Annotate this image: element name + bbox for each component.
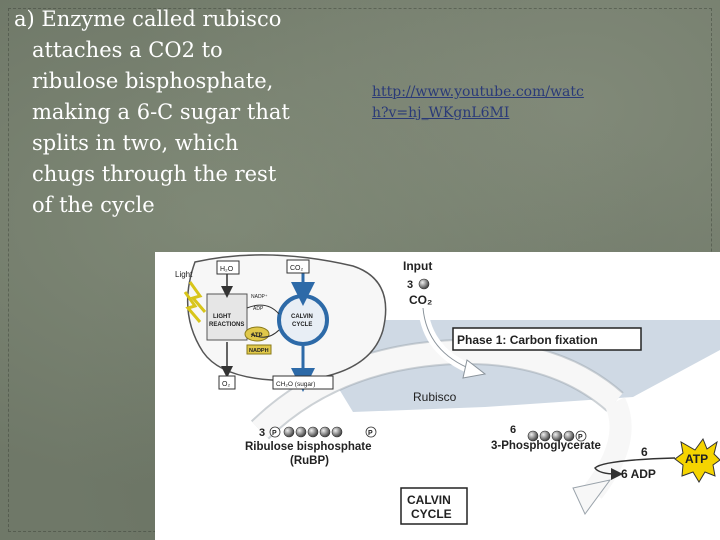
calvin-cycle-label: CALVIN [407, 493, 451, 507]
inset-atp-label: ATP [251, 333, 263, 339]
inset-h2o-label: H₂O [220, 266, 234, 273]
carbon-atom-icon [551, 430, 563, 442]
rubp-count: 3 [259, 427, 265, 439]
pga-name: 3-Phosphoglycerate [491, 440, 601, 452]
slide-body-text: a) Enzyme called rubisco attaches a CO2 … [14, 4, 314, 221]
inset-nadph-label: NADPH [249, 348, 269, 354]
body-line: of the cycle [32, 193, 155, 217]
carbon-atom-icon [527, 430, 539, 442]
inset-calvin-cycle-label: CYCLE [292, 322, 312, 328]
inset-o2-label: O₂ [222, 381, 230, 388]
atp-arrow [594, 457, 676, 480]
youtube-link-line-2[interactable]: h?v=hj_WKgnL6MI [372, 105, 510, 121]
rubisco-label: Rubisco [413, 390, 457, 404]
atp-label: ATP [685, 452, 708, 466]
pga-count: 6 [510, 424, 516, 436]
carbon-atom-icon [539, 430, 551, 442]
phosphate-symbol: P [368, 430, 373, 437]
carbon-atom-icon [283, 426, 295, 438]
body-line: attaches a CO2 to [32, 38, 223, 62]
body-line: chugs through the rest [32, 162, 277, 186]
input-molecule: CO₂ [409, 293, 432, 307]
phosphate-symbol: P [578, 434, 583, 441]
body-line: making a 6-C sugar that [32, 100, 290, 124]
phosphate-icon [575, 430, 587, 442]
adp-label: 6 ADP [621, 467, 656, 481]
rubp-name: Ribulose bisphosphate [245, 441, 372, 453]
rubp-abbrev: (RuBP) [290, 455, 329, 467]
body-line: a) Enzyme called rubisco [14, 7, 282, 31]
input-count: 3 [407, 279, 413, 291]
phosphate-icon [269, 426, 281, 438]
carbon-atom-icon [307, 426, 319, 438]
co2-molecule-icon [418, 278, 430, 290]
inset-adp-label: ADP [253, 306, 264, 312]
inset-nadp-label: NADP⁺ [251, 294, 268, 300]
phosphate-icon [365, 426, 377, 438]
phosphate-symbol: P [272, 430, 277, 437]
chloroplast-inset: Light H₂O CO₂ NADP⁺ ADP LIGHT REACTIONS … [175, 254, 387, 392]
carbon-atom-icon [319, 426, 331, 438]
body-line: splits in two, which [32, 131, 239, 155]
inset-calvin-cycle-label: CALVIN [291, 314, 313, 320]
inset-co2-label: CO₂ [290, 265, 304, 272]
inset-light-label: Light [175, 270, 193, 279]
youtube-link[interactable]: http://www.youtube.com/watc h?v=hj_WKgnL… [372, 82, 632, 124]
carbon-atom-icon [563, 430, 575, 442]
atp-count: 6 [641, 445, 648, 459]
phase-label: Phase 1: Carbon fixation [457, 333, 598, 347]
carbon-atom-icon [331, 426, 343, 438]
youtube-link-line-1[interactable]: http://www.youtube.com/watc [372, 84, 584, 100]
inset-light-reactions-label: LIGHT [213, 314, 231, 320]
carbon-atom-icon [295, 426, 307, 438]
inset-light-reactions-label: REACTIONS [209, 322, 244, 328]
atp-burst-icon [674, 437, 720, 483]
body-line: ribulose bisphosphate, [32, 69, 274, 93]
calvin-cycle-label: CYCLE [411, 507, 452, 521]
calvin-cycle-figure: Light H₂O CO₂ NADP⁺ ADP LIGHT REACTIONS … [155, 252, 720, 540]
input-label: Input [403, 259, 432, 273]
inset-sugar-label: CH₂O (sugar) [276, 381, 315, 388]
